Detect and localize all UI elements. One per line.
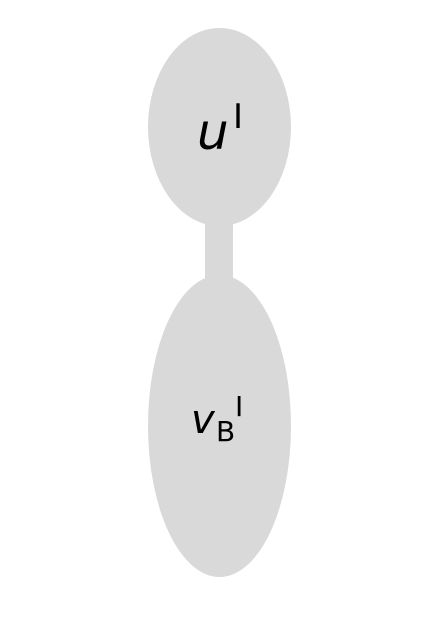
top-node-label-superscript: I — [233, 97, 243, 137]
node-connector — [205, 216, 233, 284]
bottom-node-label-superscript: I — [235, 390, 243, 423]
bottom-node-shape — [148, 275, 291, 577]
top-node-label-main: u — [197, 103, 229, 161]
top-node: u I — [148, 28, 291, 226]
bottom-node-label-subscript: B — [216, 415, 235, 448]
bottom-node: v B I — [148, 275, 291, 577]
bottom-node-label-main: v — [191, 397, 216, 443]
top-node-shape — [148, 28, 291, 226]
